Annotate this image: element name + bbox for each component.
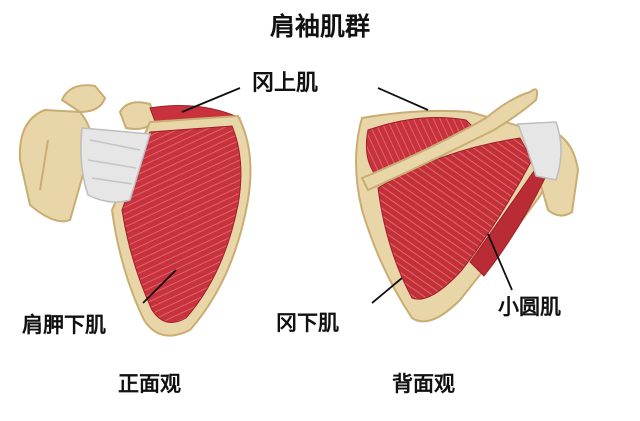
label-infraspinatus: 冈下肌 [276, 311, 339, 335]
diagram-title: 肩袖肌群 [269, 12, 370, 41]
label-supraspinatus: 冈上肌 [252, 71, 319, 96]
infraspinatus-muscle [377, 137, 533, 300]
leader-subscapularis [142, 269, 177, 304]
label-subscapularis: 肩胛下肌 [22, 313, 106, 337]
label-anterior-view: 正面观 [118, 372, 181, 396]
posterior-tendon [516, 121, 562, 181]
scapular-spine [360, 88, 539, 192]
leader-supraspinatus-anterior [181, 87, 241, 113]
leader-teres-minor [487, 233, 513, 291]
acromion-anterior [60, 84, 107, 114]
posterior-shoulder [355, 87, 580, 323]
leader-infraspinatus [371, 277, 403, 304]
anterior-shoulder [18, 84, 252, 337]
humerus-anterior [18, 108, 93, 223]
subscapularis-muscle [121, 125, 242, 323]
label-teres-minor: 小圆肌 [498, 295, 561, 319]
label-posterior-view: 背面观 [392, 372, 455, 396]
leader-supraspinatus-posterior [377, 87, 429, 111]
